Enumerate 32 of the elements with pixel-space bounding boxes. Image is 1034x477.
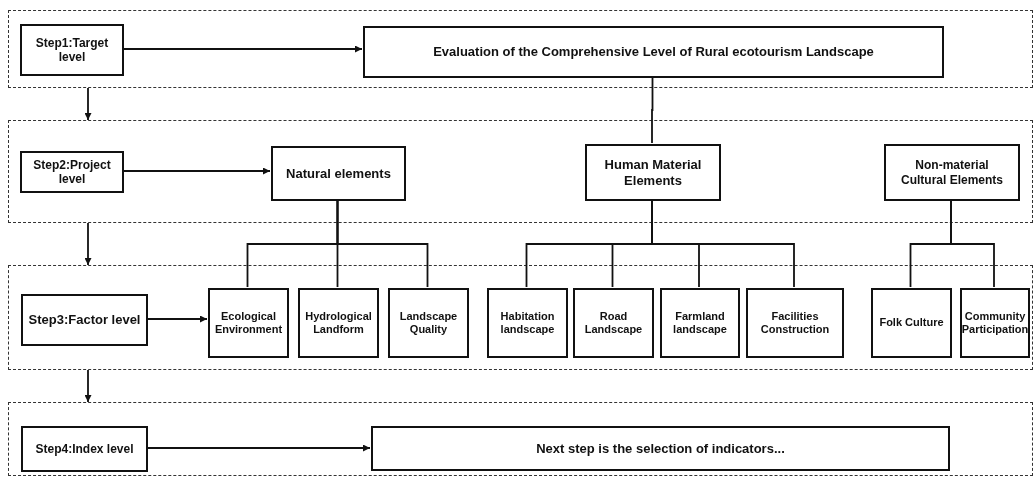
element-box: Facilities Construction	[746, 288, 844, 358]
next-step-box: Next step is the selection of indicators...	[371, 426, 950, 471]
element-box: Habitation landscape	[487, 288, 568, 358]
element-box: Ecological Environment	[208, 288, 289, 358]
element-box: Natural elements	[271, 146, 406, 201]
element-box: Folk Culture	[871, 288, 952, 358]
dashed-band	[8, 265, 1033, 370]
arrow	[84, 369, 92, 403]
element-box: Human Material Elements	[585, 144, 721, 201]
connector-line	[336, 199, 429, 288]
element-box: Landscape Quality	[388, 288, 469, 358]
step-box: Step2:Project level	[20, 151, 124, 193]
step-box: Step3:Factor level	[21, 294, 148, 346]
arrow	[84, 87, 92, 121]
dashed-band	[8, 120, 1033, 223]
element-box: Community Participation	[960, 288, 1030, 358]
connector-line	[950, 199, 995, 288]
step-box: Step1:Target level	[20, 24, 124, 76]
connector-line	[651, 76, 654, 144]
step-box: Step4:Index level	[21, 426, 148, 472]
arrow	[122, 45, 363, 53]
dashed-band	[8, 402, 1033, 476]
element-box: Hydrological Landform	[298, 288, 379, 358]
arrow	[146, 444, 371, 452]
element-box: Non-material Cultural Elements	[884, 144, 1020, 201]
arrow	[84, 222, 92, 266]
arrow	[146, 315, 208, 323]
goal-box: Evaluation of the Comprehensive Level of Rural ecotourism Landscape	[363, 26, 944, 78]
element-box: Farmland landscape	[660, 288, 740, 358]
dashed-band	[8, 10, 1033, 88]
arrow	[122, 167, 271, 175]
element-box: Road Landscape	[573, 288, 654, 358]
